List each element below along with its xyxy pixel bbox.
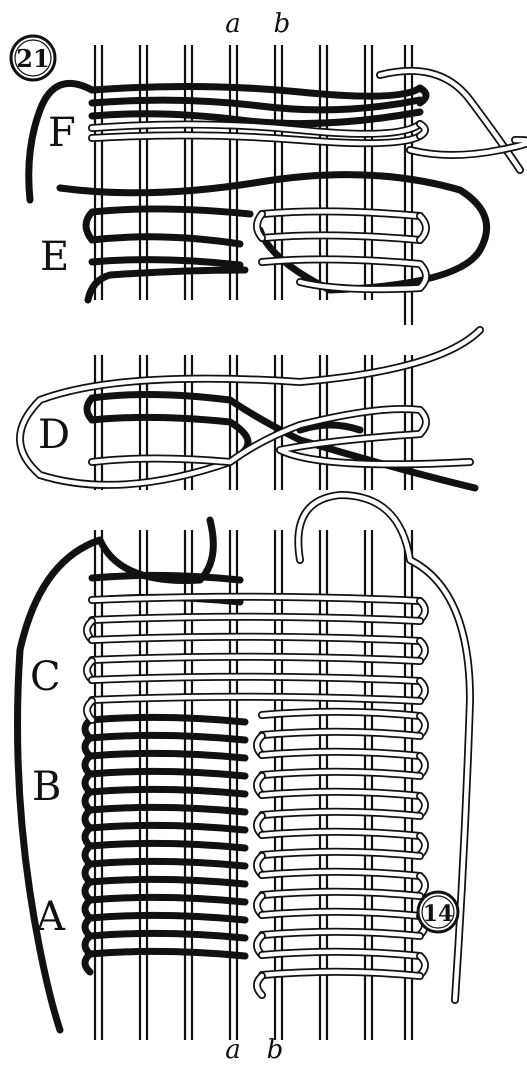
weft-thread (90, 879, 245, 884)
marker-bottom-b: b (267, 1035, 284, 1065)
label-e: E (40, 234, 69, 280)
weft-thread (85, 954, 90, 972)
marker-bottom-a: a (225, 1035, 241, 1065)
weft-thread (90, 771, 245, 776)
weft-band-d (20, 330, 480, 488)
weft-thread (90, 735, 245, 740)
label-b: B (32, 764, 61, 810)
weft-thread (90, 825, 245, 830)
marker-top-b: b (274, 9, 291, 39)
stamp: 14 (418, 892, 458, 932)
weft-thread (90, 807, 245, 812)
weft-thread (90, 861, 245, 866)
marker-top-a: a (225, 9, 241, 39)
weft-thread (90, 717, 245, 722)
weft-thread (90, 789, 245, 794)
stamp-text: 14 (423, 901, 454, 927)
figure-number-text: 21 (16, 44, 49, 73)
weft-thread (90, 753, 245, 758)
label-d: D (38, 412, 70, 458)
weft-thread (90, 933, 245, 938)
label-a: A (35, 894, 66, 940)
figure-number: 21 (11, 36, 55, 80)
weft-thread (90, 951, 245, 956)
label-c: C (30, 654, 61, 700)
weft-thread (90, 897, 245, 902)
weft-thread (90, 843, 245, 848)
label-f: F (48, 110, 76, 156)
weft-band-e (60, 175, 487, 300)
weft-thread (90, 915, 245, 920)
